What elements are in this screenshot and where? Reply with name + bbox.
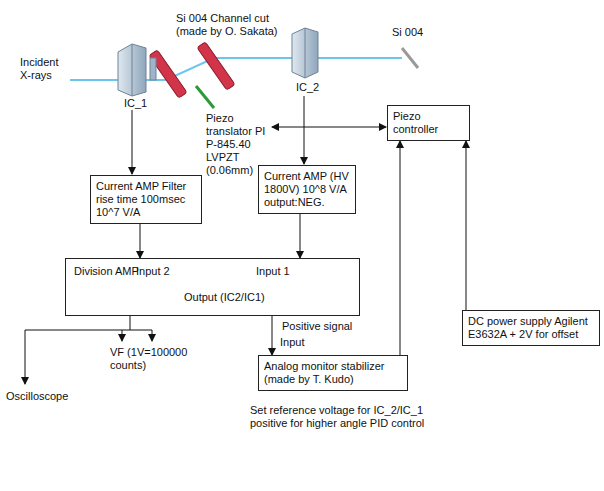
chamber-label: IC_1 bbox=[124, 97, 147, 110]
node-text: Piezo controller bbox=[393, 110, 464, 136]
signal-connector bbox=[140, 224, 141, 258]
stabilizer-box: Analog monitor stabilizer (made by T. Ku… bbox=[258, 355, 408, 391]
signal-connector bbox=[466, 141, 467, 310]
signal-connector bbox=[272, 316, 273, 355]
chamber-label: IC_2 bbox=[296, 81, 319, 94]
note-text: Set reference voltage for IC_2/IC_1 posi… bbox=[250, 404, 450, 430]
node-text: Current AMP Filter rise time 100msec 10^… bbox=[96, 180, 196, 219]
piezo-label: Piezo translator PI P-845.40 LVPZT (0.06… bbox=[206, 112, 270, 177]
ion-chamber bbox=[292, 28, 318, 78]
node-text: Input 2 bbox=[136, 265, 170, 278]
amplifier-box: Current AMP (HV 1800V) 10^8 V/A output:N… bbox=[258, 165, 356, 214]
signal-connector bbox=[300, 214, 301, 258]
signal-wire bbox=[25, 96, 386, 384]
piezo-rod bbox=[196, 86, 214, 108]
node-text: Current AMP (HV 1800V) 10^8 V/A output:N… bbox=[264, 170, 350, 209]
node-text: DC power supply Agilent E3632A + 2V for … bbox=[468, 315, 594, 341]
instrument-label: Oscilloscope bbox=[6, 390, 68, 403]
node-text: Division AMP bbox=[74, 265, 139, 278]
node-text: Input 1 bbox=[256, 265, 290, 278]
crystal-label: Si 004 bbox=[392, 26, 423, 39]
signal-label: Positive signal bbox=[282, 320, 352, 333]
node-text: Output (IC2/IC1) bbox=[184, 291, 265, 304]
amplifier-box: Current AMP Filter rise time 100msec 10^… bbox=[90, 175, 202, 224]
ion-chamber bbox=[118, 44, 146, 96]
crystal-label: Si 004 Channel cut (made by O. Sakata) bbox=[176, 12, 288, 38]
channel-cut-crystal bbox=[149, 42, 235, 98]
power-supply-box: DC power supply Agilent E3632A + 2V for … bbox=[462, 310, 600, 346]
analyser-crystal bbox=[402, 48, 418, 68]
controller-box: Piezo controller bbox=[387, 105, 470, 141]
signal-connector bbox=[400, 141, 401, 355]
signal-label: Input bbox=[280, 336, 304, 349]
node-text: Analog monitor stabilizer (made by T. Ku… bbox=[264, 360, 402, 386]
beam-label: Incident X-rays bbox=[20, 56, 70, 82]
voltage-note: VF (1V=100000 counts) bbox=[110, 346, 215, 372]
division-amp-box: Division AMPInput 2 Input 1 Output (IC2/IC… bbox=[65, 258, 360, 316]
